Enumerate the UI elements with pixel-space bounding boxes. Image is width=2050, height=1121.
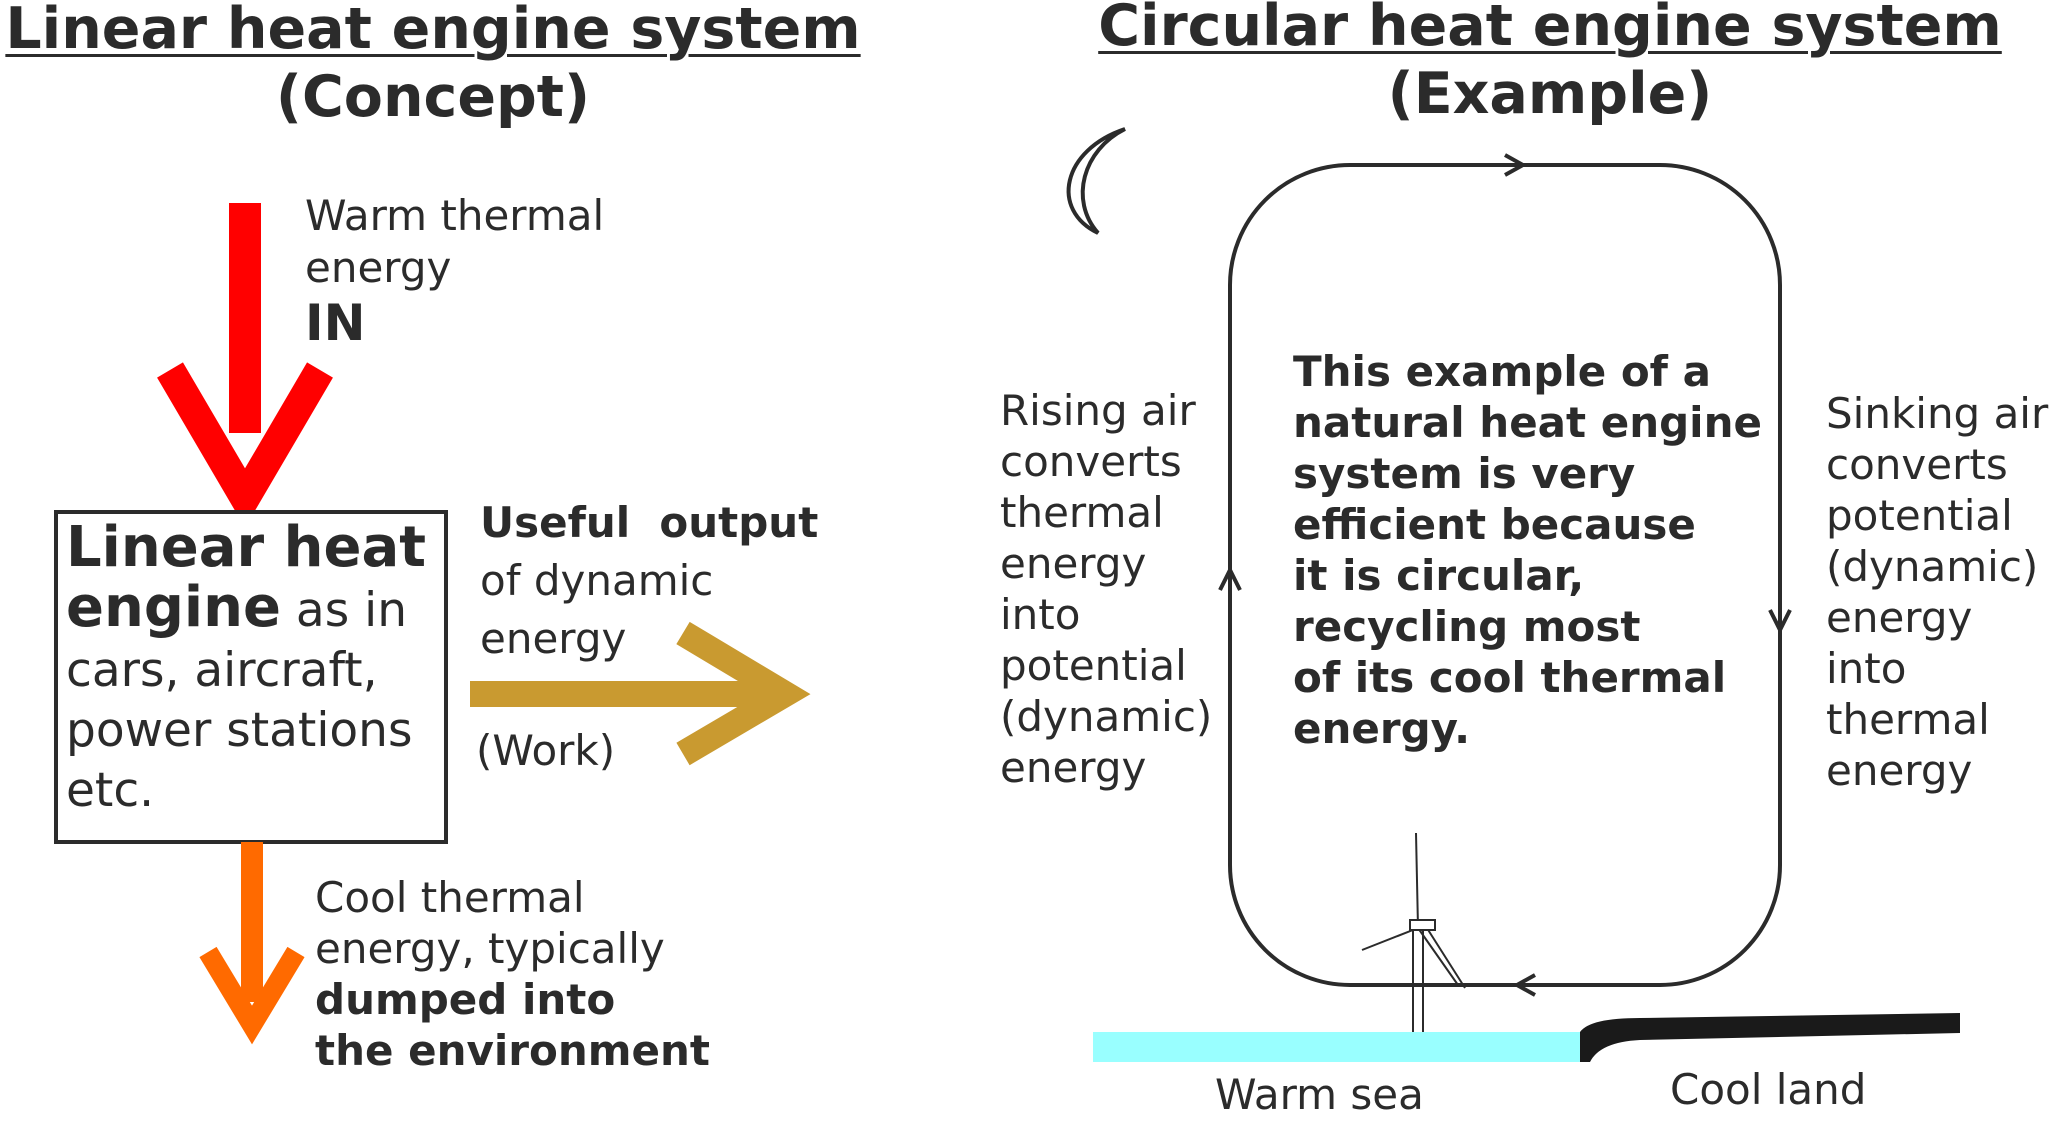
rising-line: energy xyxy=(1000,538,1212,589)
output-line-1: Useful output xyxy=(480,494,818,552)
center-line: system is very xyxy=(1293,448,1762,499)
warm-energy-in-arrow xyxy=(170,203,320,498)
engine-line-2: engine as in xyxy=(66,578,426,641)
circular-title: Circular heat engine system xyxy=(1098,0,2002,59)
input-line-3: IN xyxy=(305,294,604,352)
sinking-line: converts xyxy=(1826,439,2050,490)
warm-sea xyxy=(1093,1032,1580,1062)
sinking-line: (dynamic) xyxy=(1826,541,2050,592)
center-line: efficient because xyxy=(1293,499,1762,550)
circular-subtitle: (Example) xyxy=(1060,60,2040,128)
linear-subtitle: (Concept) xyxy=(0,63,866,131)
rising-line: potential xyxy=(1000,640,1212,691)
engine-line-1: Linear heat xyxy=(66,518,426,578)
work-label: (Work) xyxy=(476,724,615,777)
center-line: This example of a xyxy=(1293,346,1762,397)
circular-efficiency-note: This example of a natural heat engine sy… xyxy=(1293,346,1762,754)
rising-line: Rising air xyxy=(1000,385,1212,436)
cool-land-label: Cool land xyxy=(1670,1063,1866,1116)
cool-energy-out-arrow xyxy=(208,842,296,1025)
useful-output-label: Useful output of dynamic energy xyxy=(480,494,818,668)
linear-engine-label: Linear heat engine as in cars, aircraft,… xyxy=(66,518,426,821)
sinking-air-label: Sinking air converts potential (dynamic)… xyxy=(1826,388,2050,796)
circular-section-heading: Circular heat engine system (Example) xyxy=(1060,0,2040,128)
waste-line-2: energy, typically xyxy=(315,923,710,974)
wind-turbine-icon xyxy=(1362,833,1465,1032)
cool-land xyxy=(1580,1013,1960,1062)
engine-line-4: power stations xyxy=(66,701,426,761)
waste-line-3: dumped into xyxy=(315,974,710,1025)
warm-sea-label: Warm sea xyxy=(1215,1068,1424,1121)
output-line-2: of dynamic xyxy=(480,552,818,610)
rising-air-label: Rising air converts thermal energy into … xyxy=(1000,385,1212,793)
rising-line: (dynamic) xyxy=(1000,691,1212,742)
sinking-line: Sinking air xyxy=(1826,388,2050,439)
engine-line-3: cars, aircraft, xyxy=(66,641,426,701)
sinking-line: into xyxy=(1826,643,2050,694)
sinking-line: thermal xyxy=(1826,694,2050,745)
center-line: recycling most xyxy=(1293,601,1762,652)
input-line-1: Warm thermal xyxy=(305,190,604,242)
rising-line: converts xyxy=(1000,436,1212,487)
engine-line-2-bold: engine xyxy=(66,575,281,640)
engine-line-5: etc. xyxy=(66,761,426,821)
sinking-line: potential xyxy=(1826,490,2050,541)
linear-title: Linear heat engine system xyxy=(5,0,860,62)
linear-section-heading: Linear heat engine system (Concept) xyxy=(0,0,866,131)
warm-energy-in-label: Warm thermal energy IN xyxy=(305,190,604,352)
output-line-3: energy xyxy=(480,610,818,668)
center-line: natural heat engine xyxy=(1293,397,1762,448)
rising-line: into xyxy=(1000,589,1212,640)
center-line: of its cool thermal xyxy=(1293,652,1762,703)
waste-line-1: Cool thermal xyxy=(315,872,710,923)
center-line: it is circular, xyxy=(1293,550,1762,601)
input-line-2: energy xyxy=(305,242,604,294)
rising-line: thermal xyxy=(1000,487,1212,538)
rising-line: energy xyxy=(1000,742,1212,793)
cool-energy-out-label: Cool thermal energy, typically dumped in… xyxy=(315,872,710,1076)
center-line: energy. xyxy=(1293,703,1762,754)
sinking-line: energy xyxy=(1826,592,2050,643)
engine-line-2-rest: as in xyxy=(281,583,407,638)
moon-icon xyxy=(1069,129,1125,233)
sinking-line: energy xyxy=(1826,745,2050,796)
waste-line-4: the environment xyxy=(315,1025,710,1076)
